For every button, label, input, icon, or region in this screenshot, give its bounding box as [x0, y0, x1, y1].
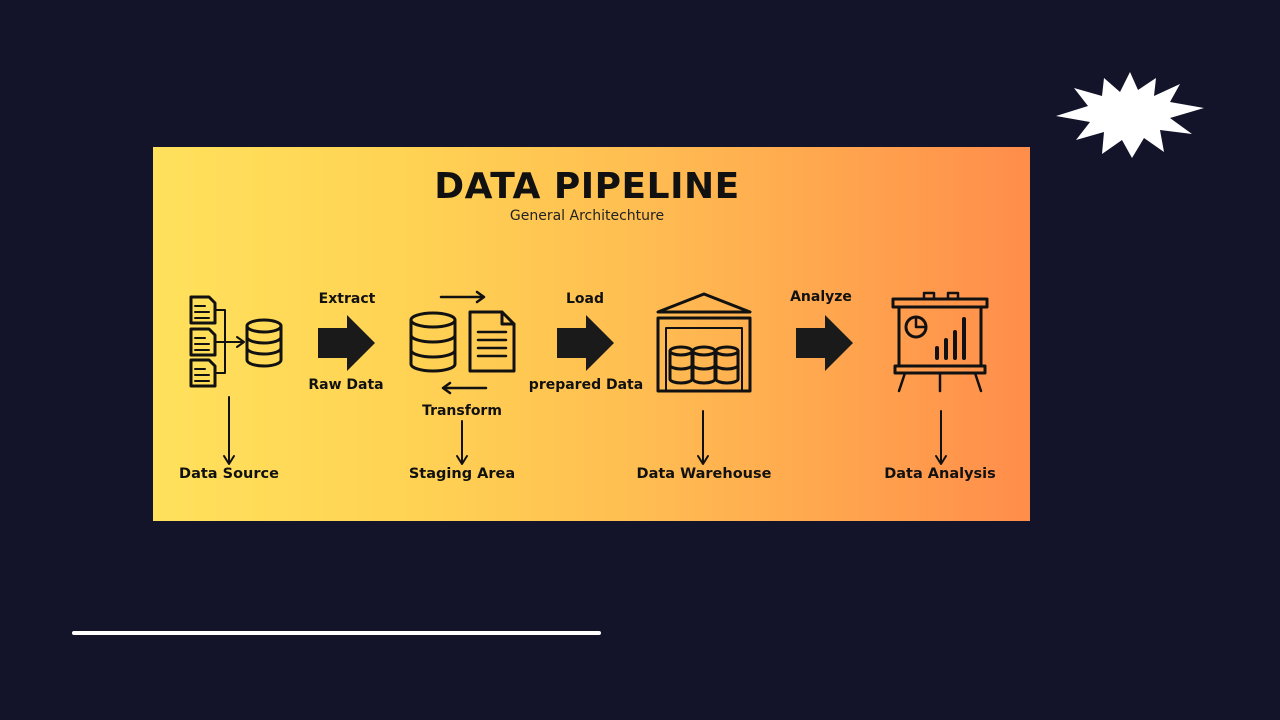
- file-icon: [468, 310, 516, 373]
- extract-label: Extract: [318, 291, 376, 307]
- analyze-label: Analyze: [790, 289, 852, 305]
- data-analysis-label: Data Analysis: [884, 466, 996, 482]
- staging-database-icon: [409, 311, 457, 373]
- data-warehouse-label: Data Warehouse: [636, 466, 772, 482]
- diagram-panel: DATA PIPELINE General Architechture: [153, 147, 1030, 521]
- diagram-title: DATA PIPELINE: [434, 166, 740, 207]
- transform-label: Transform: [422, 403, 502, 419]
- load-label: Load: [565, 291, 605, 307]
- pipeline-diagram: [189, 290, 989, 465]
- documents-icon: [189, 295, 245, 388]
- database-icon: [245, 318, 283, 368]
- decorative-underline: [72, 631, 601, 635]
- extract-arrow-right-icon: [318, 315, 375, 371]
- starburst-icon: [1056, 72, 1204, 158]
- presentation-chart-icon: [891, 291, 989, 393]
- prepared-data-label: prepared Data: [528, 377, 644, 393]
- diagram-subtitle: General Architechture: [509, 208, 665, 224]
- staging-area-label: Staging Area: [408, 466, 516, 482]
- data-source-label: Data Source: [179, 466, 279, 482]
- warehouse-icon: [656, 292, 752, 393]
- raw-data-label: Raw Data: [308, 377, 384, 393]
- analyze-arrow-right-icon: [796, 315, 853, 371]
- load-arrow-right-icon: [557, 315, 614, 371]
